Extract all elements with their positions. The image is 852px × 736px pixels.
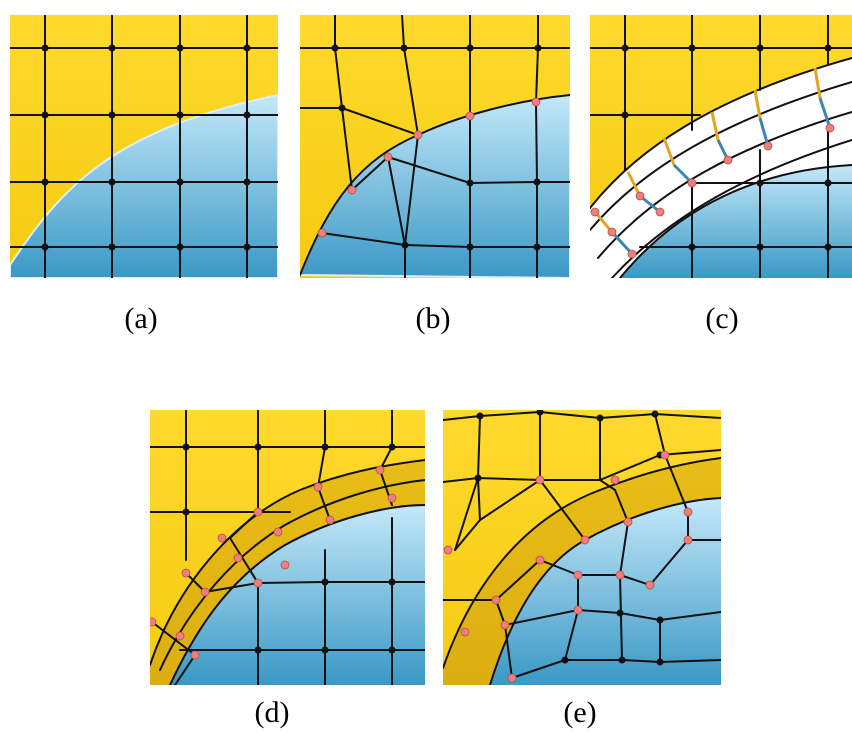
grid-nodes: [331, 44, 542, 251]
inner-region: [620, 165, 852, 278]
grid-nodes: [621, 44, 832, 251]
interface-layer: [150, 460, 425, 685]
panel-a: [10, 15, 278, 278]
inner-region: [10, 93, 278, 278]
interface-nodes: [150, 465, 397, 660]
panel-b: [300, 15, 570, 278]
grid-nodes: [41, 44, 251, 251]
interface-nodes: [590, 123, 835, 259]
inner-region: [170, 505, 425, 685]
panel-c: [590, 15, 852, 278]
panel-d: [150, 410, 425, 685]
caption-b: (b): [416, 302, 451, 335]
caption-a: (a): [124, 302, 157, 335]
caption-c: (c): [705, 302, 738, 335]
inner-region: [490, 498, 721, 685]
interface-layer: [443, 458, 721, 685]
offset-curves: [590, 57, 852, 278]
interface-nodes: [317, 97, 541, 238]
caption-e: (e): [563, 696, 596, 729]
offset-gap: [590, 58, 852, 278]
caption-d: (d): [255, 696, 290, 729]
panel-e: [443, 410, 721, 685]
interface-nodes: [443, 450, 693, 683]
background-grid: [10, 15, 278, 278]
